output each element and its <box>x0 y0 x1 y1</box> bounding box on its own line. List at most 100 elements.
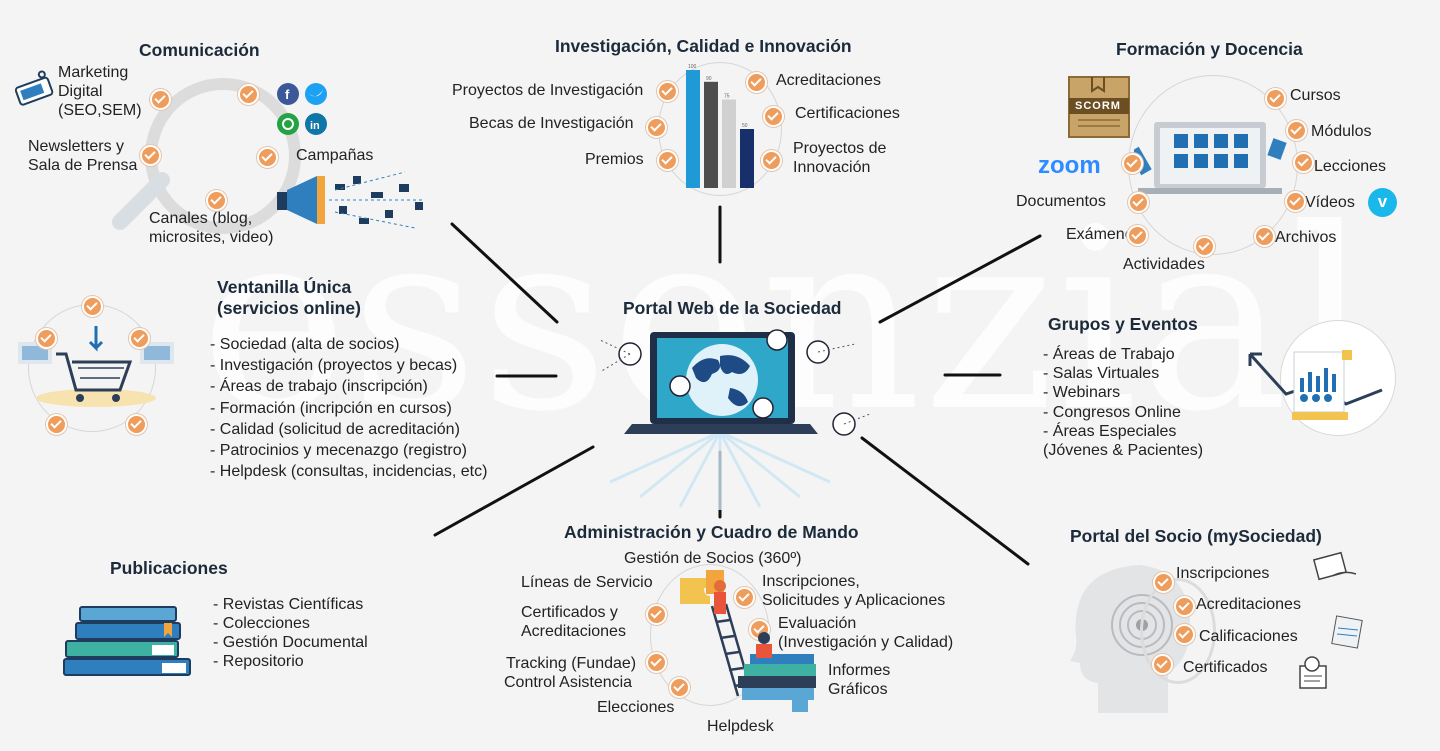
ventanilla-title-line1: Ventanilla Única <box>217 277 352 297</box>
check-icon <box>1285 191 1306 212</box>
ventanilla-item: - Patrocinios y mecenazgo (registro) <box>210 442 467 460</box>
adm-lineas: Líneas de Servicio <box>521 574 653 591</box>
newsletters-line2: Sala de Prensa <box>28 157 138 174</box>
publicaciones-item: - Gestión Documental <box>213 634 368 651</box>
form-item: Cursos <box>1290 87 1341 104</box>
inv-right-item: Proyectos de <box>793 140 887 157</box>
form-item: Archivos <box>1275 229 1337 246</box>
check-icon <box>746 72 767 93</box>
inv-right-item: Certificaciones <box>795 105 900 122</box>
ventanilla-title-line2: (servicios online) <box>217 298 361 318</box>
check-icon <box>646 604 667 625</box>
research-bar-label: 75 <box>724 94 730 100</box>
socio-title: Portal del Socio (mySociedad) <box>1070 526 1322 546</box>
check-icon <box>1174 596 1195 617</box>
check-icon <box>1174 624 1195 645</box>
form-item: Documentos <box>1016 193 1106 210</box>
seo-tag-icon <box>12 66 56 110</box>
ventanilla-item: - Sociedad (alta de socios) <box>210 336 400 353</box>
adm-inscripciones-2: Solicitudes y Aplicaciones <box>762 592 946 609</box>
marketing-line2: Digital <box>58 83 103 100</box>
research-bar-label: 50 <box>742 123 748 129</box>
form-item: Exámenes <box>1066 226 1142 243</box>
publicaciones-title: Publicaciones <box>110 558 228 578</box>
elearning-laptop-icon <box>1134 118 1290 200</box>
grupos-list: - Áreas de Trabajo - Salas Virtuales - W… <box>1043 345 1203 460</box>
socio-item: Certificados <box>1183 659 1268 676</box>
canales-line2: microsites, video) <box>149 229 274 246</box>
publicaciones-list: - Revistas Científicas - Colecciones - G… <box>213 595 368 671</box>
grupos-item: - Salas Virtuales <box>1043 365 1160 383</box>
vimeo-icon: v <box>1368 188 1397 217</box>
check-icon <box>763 106 784 127</box>
adm-evaluacion-1: Evaluación <box>778 615 857 632</box>
adm-inscripciones-1: Inscripciones, <box>762 573 860 590</box>
grupos-item: (Jóvenes & Pacientes) <box>1043 442 1204 460</box>
marketing-line1: Marketing <box>58 64 129 81</box>
check-icon <box>238 84 259 105</box>
ventanilla-item: - Áreas de trabajo (inscripción) <box>210 378 428 396</box>
socio-item: Calificaciones <box>1199 628 1298 645</box>
publicaciones-item: - Repositorio <box>213 653 304 670</box>
socio-item: Acreditaciones <box>1196 596 1301 613</box>
publicaciones-item: - Revistas Científicas <box>213 596 364 613</box>
grupos-item: - Áreas de Trabajo <box>1043 346 1175 363</box>
magnifier-handle-icon <box>112 172 172 232</box>
adm-informes-1: Informes <box>828 662 891 679</box>
check-icon <box>1122 153 1143 174</box>
check-icon <box>1152 654 1173 675</box>
canales-line1: Canales (blog, <box>149 210 253 227</box>
check-icon <box>1153 572 1174 593</box>
marketing-line3: (SEO,SEM) <box>58 102 142 119</box>
social-icons: f in <box>276 82 332 138</box>
ventanilla-item: - Calidad (solicitud de acreditación) <box>210 420 460 438</box>
investigacion-title: Investigación, Calidad e Innovación <box>555 36 852 56</box>
check-icon <box>36 328 57 349</box>
certificate-icon <box>1296 654 1332 692</box>
form-item: Vídeos <box>1305 194 1355 211</box>
laptop-globe-icon <box>580 322 880 512</box>
adm-tracking-1: Tracking (Fundae) <box>506 655 637 672</box>
research-bar-label: 100 <box>688 64 697 70</box>
check-icon <box>657 81 678 102</box>
adm-helpdesk: Helpdesk <box>707 718 774 735</box>
inv-left-item: Proyectos de Investigación <box>452 82 644 99</box>
svg-text:f: f <box>285 87 290 102</box>
research-bar-label: 90 <box>706 76 712 82</box>
megaphone-campaign-icon <box>275 162 435 240</box>
form-item: Actividades <box>1123 256 1205 273</box>
research-bar <box>704 81 718 188</box>
administracion-title: Administración y Cuadro de Mando <box>564 522 859 542</box>
socio-item: Inscripciones <box>1176 565 1270 582</box>
check-icon <box>657 150 678 171</box>
check-icon <box>82 296 103 317</box>
check-icon <box>1286 120 1307 141</box>
check-icon <box>1265 88 1286 109</box>
check-icon <box>669 677 690 698</box>
grupos-item: - Webinars <box>1043 384 1121 402</box>
form-item: Módulos <box>1311 123 1372 140</box>
ventanilla-item: - Formación (incripción en cursos) <box>210 399 452 417</box>
check-icon <box>646 652 667 673</box>
svg-text:in: in <box>310 120 320 132</box>
check-icon <box>126 414 147 435</box>
zoom-logo: zoom <box>1038 152 1101 179</box>
check-icon <box>150 89 171 110</box>
check-icon <box>129 328 150 349</box>
adm-certificados-2: Acreditaciones <box>521 623 626 640</box>
adm-informes-2: Gráficos <box>828 681 888 698</box>
grupos-item: - Congresos Online <box>1043 403 1181 421</box>
socio-ring <box>1140 578 1216 684</box>
formacion-title: Formación y Docencia <box>1116 39 1303 59</box>
research-bar <box>722 99 736 188</box>
adm-tracking-2: Control Asistencia <box>504 674 633 691</box>
research-bar <box>740 129 754 188</box>
check-icon <box>1254 226 1275 247</box>
inv-left-item: Becas de Investigación <box>469 115 634 132</box>
check-icon <box>1127 225 1148 246</box>
hand-card-icon <box>1312 548 1358 584</box>
check-icon <box>1128 192 1149 213</box>
grupos-title: Grupos y Eventos <box>1048 314 1198 334</box>
form-item: Lecciones <box>1314 158 1387 175</box>
comunicacion-title: Comunicación <box>139 40 260 60</box>
